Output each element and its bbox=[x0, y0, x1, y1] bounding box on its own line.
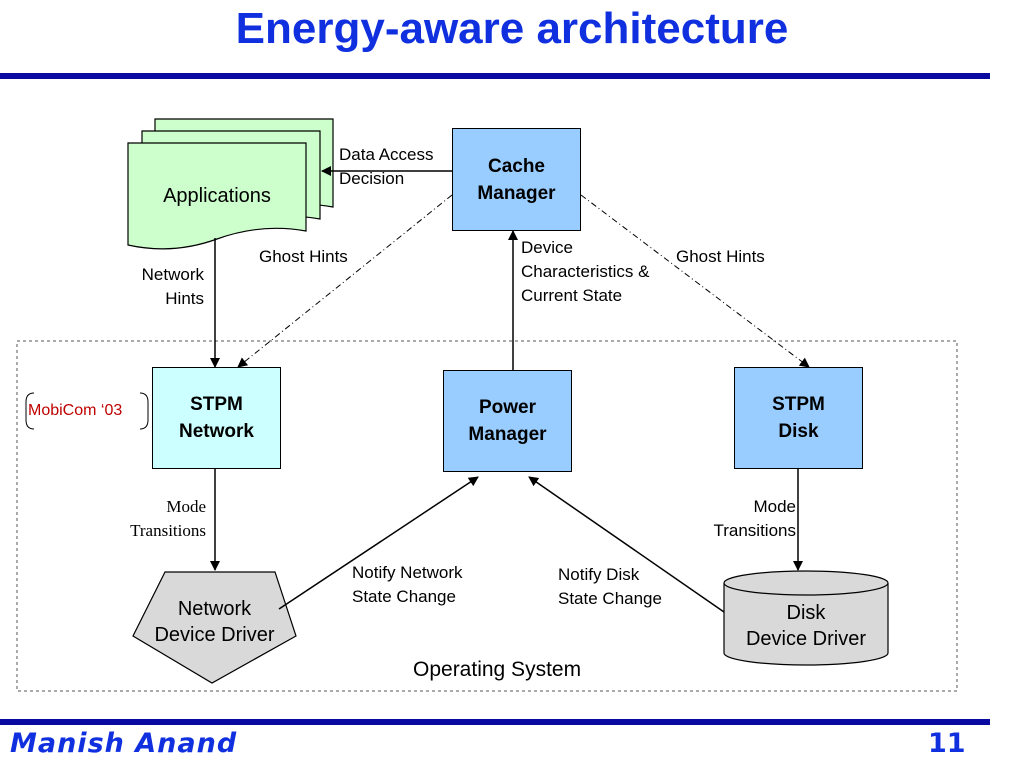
applications-node bbox=[127, 118, 334, 250]
disk-driver-label: Disk Device Driver bbox=[724, 600, 888, 652]
device-characteristics-label: Device Characteristics & Current State bbox=[521, 236, 649, 308]
mobicom-annotation: MobiCom ‘03 bbox=[28, 402, 123, 419]
footer-rule bbox=[0, 719, 990, 725]
mode-transitions-right-label: Mode Transitions bbox=[690, 495, 796, 543]
footer-author: Manish Anand bbox=[10, 728, 238, 759]
operating-system-label: Operating System bbox=[413, 658, 582, 681]
notify-network-line-2: State Change bbox=[352, 587, 456, 606]
network-driver-line-2: Device Driver bbox=[154, 624, 275, 646]
title-rule bbox=[0, 73, 990, 79]
mode-transitions-left-label: Mode Transitions bbox=[112, 495, 206, 543]
cache-manager-line-1: Cache bbox=[487, 155, 545, 177]
annotation-left-bracket bbox=[25, 392, 35, 430]
network-hints-line-1: Network bbox=[141, 265, 204, 284]
stpm-network-line-2: Network bbox=[179, 421, 254, 442]
notify-disk-line-2: State Change bbox=[558, 589, 662, 608]
slide-title: Energy-aware architecture bbox=[235, 4, 789, 53]
disk-driver-node bbox=[723, 570, 889, 666]
notify-network-arrow bbox=[278, 476, 479, 610]
device-characteristics-line-3: Current State bbox=[521, 286, 623, 305]
network-hints-label: Network Hints bbox=[118, 263, 204, 311]
stpm-disk-line-1: STPM bbox=[772, 394, 825, 415]
operating-system-region bbox=[16, 340, 958, 692]
power-manager-line-2: Manager bbox=[468, 424, 547, 445]
notify-network-label: Notify Network State Change bbox=[352, 561, 463, 609]
network-driver-node bbox=[132, 571, 297, 684]
notify-disk-line-1: Notify Disk bbox=[558, 565, 640, 584]
annotation-right-bracket bbox=[139, 392, 149, 430]
disk-driver-line-2: Device Driver bbox=[745, 628, 867, 650]
ghost-hints-right-label: Ghost Hints bbox=[676, 247, 765, 266]
disk-driver-line-1: Disk bbox=[786, 602, 826, 624]
data-access-line-1: Data Access bbox=[339, 145, 434, 164]
network-driver-label: Network Device Driver bbox=[133, 596, 296, 648]
ghost-hints-left-label: Ghost Hints bbox=[259, 247, 348, 266]
stpm-disk-node: STPM Disk bbox=[734, 367, 863, 469]
mode-transitions-left-line-1: Mode bbox=[166, 497, 206, 516]
notify-network-line-1: Notify Network bbox=[352, 563, 463, 582]
stpm-disk-line-2: Disk bbox=[778, 421, 819, 442]
ghost-hints-right-arrow bbox=[580, 194, 810, 368]
page-number: 11 bbox=[928, 728, 966, 759]
network-driver-line-1: Network bbox=[177, 598, 252, 620]
notify-disk-label: Notify Disk State Change bbox=[558, 563, 662, 611]
device-characteristics-line-1: Device bbox=[521, 238, 573, 257]
device-characteristics-line-2: Characteristics & bbox=[521, 262, 650, 281]
stpm-network-node: STPM Network bbox=[152, 367, 281, 469]
cache-manager-line-2: Manager bbox=[477, 182, 556, 204]
data-access-line-2: Decision bbox=[339, 169, 405, 188]
network-hints-line-2: Hints bbox=[165, 289, 204, 308]
power-manager-line-1: Power bbox=[478, 397, 536, 418]
mode-transitions-right-line-1: Mode bbox=[753, 497, 796, 516]
applications-label: Applications bbox=[163, 185, 271, 207]
mode-transitions-left-line-2: Transitions bbox=[130, 521, 206, 540]
stpm-network-line-1: STPM bbox=[190, 394, 243, 415]
mode-transitions-right-line-2: Transitions bbox=[713, 521, 796, 540]
data-access-decision-label: Data Access Decision bbox=[339, 143, 434, 191]
notify-disk-arrow bbox=[528, 476, 725, 613]
